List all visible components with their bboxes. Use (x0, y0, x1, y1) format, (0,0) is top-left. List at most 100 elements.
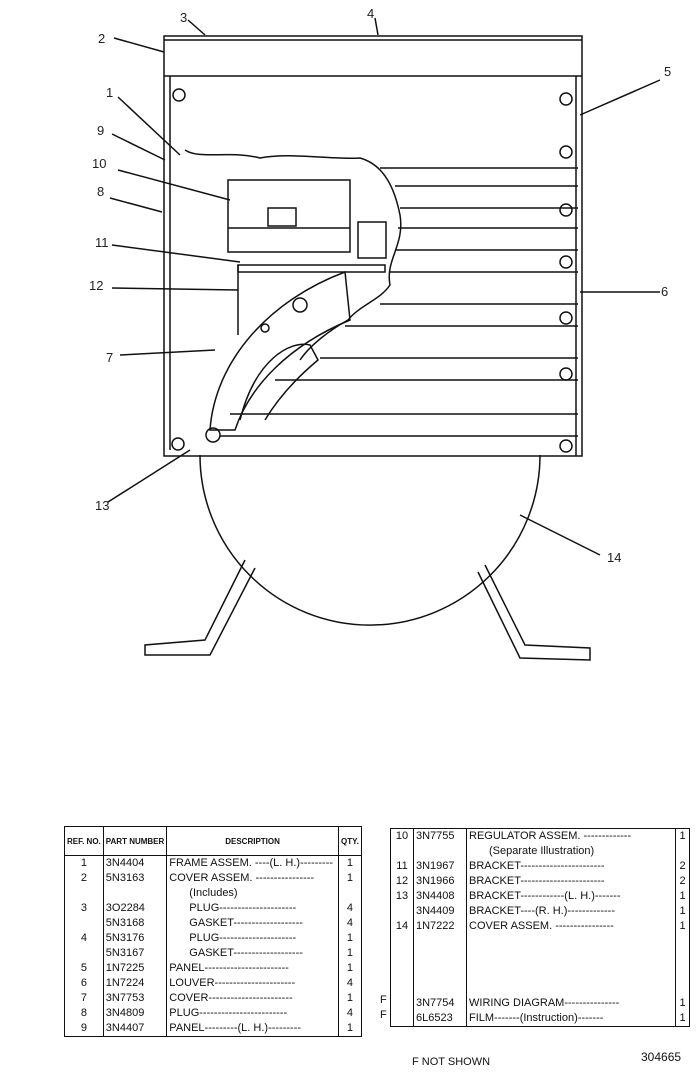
callout-6: 6 (661, 284, 668, 299)
not-shown-flag: F (380, 994, 387, 1006)
callout-5: 5 (664, 64, 671, 79)
callout-4: 4 (367, 6, 374, 21)
description-cell: GASKET------------------- (166, 946, 339, 961)
part-number-cell: 3N1967 (413, 859, 467, 874)
part-number-cell: 1N7225 (103, 961, 168, 976)
callout-8: 8 (97, 184, 104, 199)
reference-number: 304665 (641, 1050, 682, 1064)
table-row: (Includes) (64, 886, 362, 901)
qty-cell: 1 (679, 1012, 686, 1024)
ref-cell (64, 886, 104, 901)
part-number-cell: 1N7222 (413, 919, 467, 934)
description-cell: WIRING DIAGRAM--------------- (466, 996, 677, 1011)
callout-14: 14 (607, 550, 621, 565)
description-cell: LOUVER---------------------- (166, 976, 339, 991)
qty-cell: 2 (679, 875, 686, 887)
qty-cell: 1 (346, 857, 353, 869)
ref-cell: 13 (390, 889, 414, 904)
qty-cell: 1 (346, 947, 353, 959)
ref-cell: 14 (390, 919, 414, 934)
ref-cell: 10 (390, 828, 414, 844)
header-part-number: PART NUMBER (103, 826, 168, 856)
qty-cell: 1 (679, 830, 686, 842)
qty-cell: 1 (679, 997, 686, 1009)
part-number-cell (103, 886, 168, 901)
part-number-cell: 1N7224 (103, 976, 168, 991)
callout-13: 13 (95, 498, 109, 513)
description-cell: GASKET------------------- (166, 916, 339, 931)
bracket (237, 264, 386, 273)
description-cell: (Separate Illustration) (466, 844, 677, 859)
part-number-cell: 5N3168 (103, 916, 168, 931)
not-shown-flag: F (380, 1009, 387, 1021)
description-cell: PANEL----------------------- (166, 961, 339, 976)
spacer-row (390, 934, 690, 996)
part-number-cell: 6L6523 (413, 1011, 467, 1027)
qty-cell: 1 (346, 932, 353, 944)
description-cell: COVER----------------------- (166, 991, 339, 1006)
part-number-cell: 3N4404 (103, 855, 168, 871)
stand-leg-right (477, 564, 591, 661)
fan-guard (209, 270, 351, 431)
qty-cell: 4 (346, 977, 353, 989)
qty-cell: 4 (346, 902, 353, 914)
callout-1: 1 (106, 85, 113, 100)
description-cell: BRACKET----------------------- (466, 874, 677, 889)
qty-cell: 4 (346, 917, 353, 929)
qty-cell: 2 (679, 860, 686, 872)
ref-cell: 5 (64, 961, 104, 976)
ref-cell (390, 1011, 414, 1027)
part-number-cell (413, 844, 467, 859)
callout-2: 2 (98, 31, 105, 46)
description-cell: PLUG--------------------- (166, 931, 339, 946)
qty-cell (676, 844, 690, 859)
description-cell: PLUG--------------------- (166, 901, 339, 916)
callout-3: 3 (180, 10, 187, 25)
tank-shell (199, 454, 541, 626)
qty-cell: 4 (346, 1007, 353, 1019)
table-row: (Separate Illustration) (390, 844, 690, 859)
regulator-box (227, 179, 351, 253)
ref-cell: 9 (64, 1021, 104, 1037)
description-cell: BRACKET----------------------- (466, 859, 677, 874)
callout-11: 11 (95, 235, 109, 250)
part-number-cell: 3N7753 (103, 991, 168, 1006)
qty-cell: 1 (346, 872, 353, 884)
part-number-cell: 3N4407 (103, 1021, 168, 1037)
part-number-cell: 3N4408 (413, 889, 467, 904)
part-number-cell: 3N7754 (413, 996, 467, 1011)
parts-exploded-drawing: 1 2 3 4 5 6 7 8 9 10 11 12 13 14 (89, 6, 671, 661)
footnote: F NOT SHOWN (412, 1056, 491, 1068)
part-number-cell: 3N1966 (413, 874, 467, 889)
header-ref-no: REF. NO. (64, 826, 104, 856)
description-cell: REGULATOR ASSEM. ------------- (466, 828, 677, 844)
callout-7: 7 (106, 350, 113, 365)
qty-cell: 1 (346, 1022, 353, 1034)
callout-9: 9 (97, 123, 104, 138)
ref-cell (64, 916, 104, 931)
cutaway-edge (184, 149, 402, 361)
ref-cell: 11 (390, 859, 414, 874)
ref-cell: 1 (64, 855, 104, 871)
header-description: DESCRIPTION (166, 826, 339, 856)
qty-cell (338, 886, 361, 901)
ref-cell: 3 (64, 901, 104, 916)
description-cell: COVER ASSEM. ---------------- (466, 919, 677, 934)
ref-cell (390, 844, 414, 859)
description-cell: BRACKET----(R. H.)------------- (466, 904, 677, 919)
stand-leg-left (144, 559, 256, 656)
part-number-cell: 3N4809 (103, 1006, 168, 1021)
